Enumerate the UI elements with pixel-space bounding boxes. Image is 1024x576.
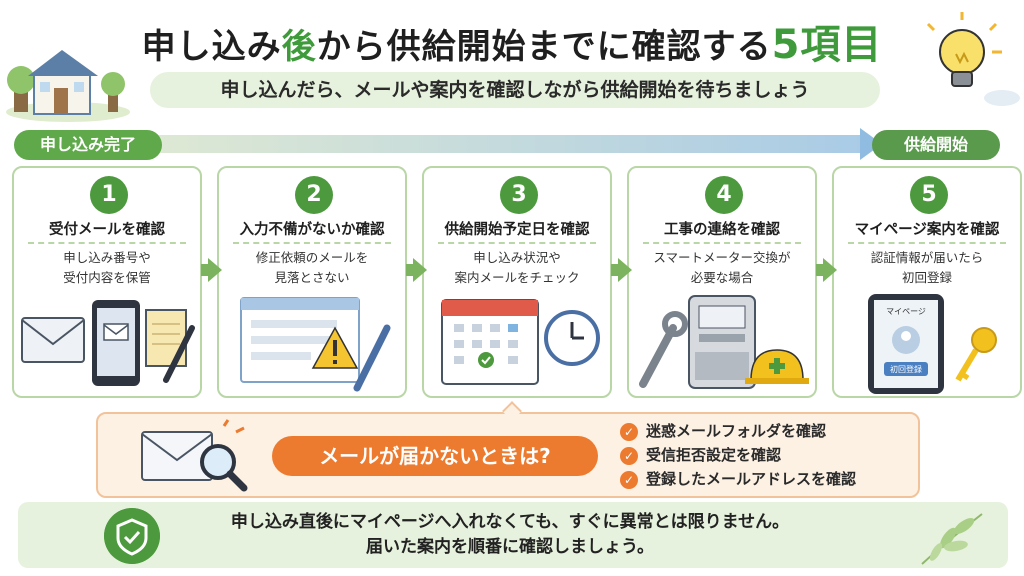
step-arrow [816, 264, 824, 276]
step-arrow-head [618, 258, 632, 282]
step-card-1: 1 受付メールを確認 申し込み番号や 受付内容を保管 [12, 166, 202, 398]
step-arrow [201, 264, 209, 276]
divider [28, 242, 186, 244]
step-description: スマートメーター交換が 必要な場合 [653, 250, 791, 285]
step-number: 4 [705, 176, 743, 214]
flow-end-label: 供給開始 [872, 130, 1000, 160]
step-title: 入力不備がないか確認 [239, 222, 385, 238]
step-arrow-head [823, 258, 837, 282]
step-arrow-head [413, 258, 427, 282]
divider [438, 242, 596, 244]
check-icon: ✓ [620, 446, 638, 465]
step-number: 1 [90, 176, 128, 214]
warning-icon [311, 326, 359, 369]
step-number: 2 [295, 176, 333, 214]
form-warning-illustration [240, 297, 391, 392]
note-text: 申し込み直後にマイページへ入れなくても、すぐに異常とは限りません。 届いた案内を… [230, 512, 790, 557]
step-arrow [406, 264, 414, 276]
divider [848, 242, 1006, 244]
mypage-label: マイページ [886, 307, 926, 316]
step-arrow [611, 264, 619, 276]
step-description: 申し込み番号や 受付内容を保管 [63, 250, 151, 285]
step-description: 認証情報が届いたら 初回登録 [870, 250, 984, 285]
meter-construction-illustration [639, 295, 809, 389]
step-description: 申し込み状況や 案内メールをチェック [454, 250, 580, 285]
step-title: 受付メールを確認 [49, 222, 165, 238]
page-title: 申し込み後から供給開始までに確認する5項目 [141, 22, 883, 68]
clock-icon [544, 310, 600, 366]
progress-arrow [140, 135, 865, 153]
step-description: 修正依頼のメールを 見落とさない [255, 250, 369, 285]
wrench-icon [639, 311, 688, 388]
hardhat-icon [745, 349, 809, 384]
step-title: 供給開始予定日を確認 [444, 222, 590, 238]
divider [643, 242, 801, 244]
check-item: ✓迷惑メールフォルダを確認 [620, 420, 826, 442]
shield-check-icon [104, 508, 160, 564]
divider [233, 242, 391, 244]
mail-search-icon [141, 419, 248, 492]
step-title: マイページ案内を確認 [854, 222, 1000, 238]
flow-start-label: 申し込み完了 [14, 130, 162, 160]
leaf-icon [921, 513, 983, 565]
step-card-3: 3 供給開始予定日を確認 申し込み状況や 案内メールをチェック [422, 166, 612, 398]
trouble-banner: メールが届かないときは? [272, 436, 598, 476]
calendar-clock-illustration [441, 299, 600, 385]
step-number: 3 [500, 176, 538, 214]
step-card-2: 2 入力不備がないか確認 修正依頼のメールを 見落とさない [217, 166, 407, 398]
house-illustration [6, 50, 130, 122]
page-subtitle: 申し込んだら、メールや案内を確認しながら供給開始を待ちましょう [150, 72, 880, 108]
bottom-note [18, 502, 1008, 568]
smartphone-icon [92, 300, 140, 386]
mypage-key-illustration: マイページ 初回登録 [868, 294, 997, 394]
smart-meter-icon [688, 295, 756, 389]
envelope-icon [21, 317, 85, 363]
key-icon [955, 327, 997, 382]
step-card-5: 5 マイページ案内を確認 認証情報が届いたら 初回登録 マイページ 初回登録 [832, 166, 1022, 398]
lightbulb-icon [926, 12, 1020, 106]
step-card-4: 4 工事の連絡を確認 スマートメーター交換が 必要な場合 [627, 166, 817, 398]
check-icon: ✓ [620, 422, 638, 441]
calendar-icon [441, 299, 539, 385]
check-item: ✓受信拒否設定を確認 [620, 444, 781, 466]
mail-phone-illustration [21, 300, 195, 386]
check-icon: ✓ [620, 470, 638, 489]
step-arrow-head [208, 258, 222, 282]
step-title: 工事の連絡を確認 [664, 222, 780, 238]
check-item: ✓登録したメールアドレスを確認 [620, 468, 856, 490]
step-number: 5 [910, 176, 948, 214]
pen-icon [353, 324, 391, 392]
first-login-label: 初回登録 [890, 364, 922, 374]
notepad-pen-icon [145, 309, 195, 383]
smartphone-icon: マイページ 初回登録 [868, 294, 944, 394]
